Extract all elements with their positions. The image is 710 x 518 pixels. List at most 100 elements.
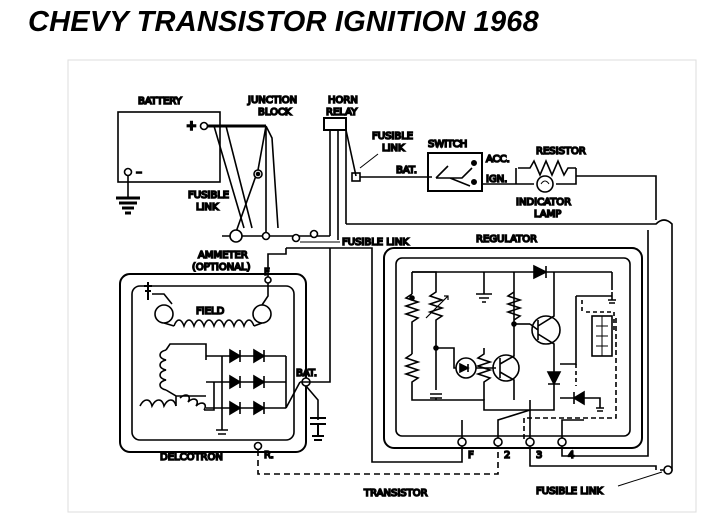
reg-f-label: F [468, 450, 474, 461]
regulator-terminal-4-wire [561, 230, 649, 457]
fusible-link-horn-label-2: LINK [382, 143, 405, 154]
switch-label: SWITCH [428, 139, 467, 150]
fusible-link-horn-leader [359, 153, 379, 169]
field-label: FIELD [196, 306, 225, 317]
diode-4 [253, 374, 266, 390]
diode-bridge-rails [206, 355, 301, 424]
field-ground-symbol [144, 282, 152, 300]
output-diode-wiring [560, 397, 604, 412]
transistor-label: TRANSISTOR [363, 488, 428, 499]
regulator-resistor-mid [475, 348, 493, 400]
regulator-terminal-3-wire [529, 446, 657, 470]
field-ground-lead [152, 293, 173, 305]
regulator-supply-diode [533, 264, 548, 280]
diode-1 [229, 348, 242, 364]
stator-winding-a [159, 349, 167, 391]
stator-winding-c [179, 394, 207, 411]
battery-minus-label: – [136, 165, 142, 179]
bus-node-1 [261, 231, 271, 241]
regulator-divider-chain [403, 272, 421, 340]
diode-5 [229, 400, 242, 416]
delcotron-outer-housing [119, 273, 307, 453]
junction-label-1: JUNCTION [247, 95, 297, 106]
horn-relay-feeds [329, 130, 347, 240]
ignition-circuit-loop [346, 219, 673, 471]
diode-6 [253, 400, 266, 416]
diode-3 [229, 374, 242, 390]
regulator-terminal-leads [461, 409, 584, 438]
junction-label-2: BLOCK [258, 107, 292, 118]
fusible-link-bottom-terminal [663, 465, 673, 475]
alternator-r-terminal [253, 441, 263, 451]
field-wire-to-regulator [286, 247, 463, 463]
regulator-outer-housing [383, 247, 643, 449]
battery-plus-label: + [186, 119, 197, 134]
regulator-left-wiring [403, 271, 531, 411]
resistor-label: RESISTOR [536, 146, 586, 157]
f-terminal-wire [267, 248, 287, 276]
regulator-resistor-upper [505, 291, 523, 321]
field-brush-right [252, 304, 272, 324]
fusible-link-bottom-leader [617, 471, 663, 487]
resistor-symbol [518, 158, 576, 178]
stator-leads [165, 343, 215, 411]
fusible-link-bottom-label: FUSIBLE LINK [536, 486, 603, 497]
ammeter-label-2: (OPTIONAL) [192, 262, 251, 273]
junction-block-leads [235, 125, 279, 233]
switch-contacts [435, 165, 473, 187]
switch-bat-label: BAT. [396, 165, 417, 176]
ammeter-post-left [229, 229, 243, 243]
potentiometer-wiper [425, 295, 449, 319]
switch-acc-label: ACC. [486, 154, 510, 165]
regulator-clamp-diode [546, 371, 562, 386]
battery-positive-post [199, 121, 209, 131]
indicator-lamp [536, 175, 554, 193]
regulator-terminal-3 [525, 437, 535, 447]
bat-alt-label: BAT. [296, 368, 317, 379]
fusible-link-main-label: FUSIBLE LINK [342, 237, 409, 248]
f-terminal-label: F [264, 267, 270, 278]
diode-bridge-ground [216, 424, 228, 435]
regulator-dashed-return [523, 318, 617, 440]
diode-2 [253, 348, 266, 364]
transistor-dashed-harness [257, 446, 499, 475]
regulator-relay-coil-leads [596, 316, 608, 356]
regulator-label: REGULATOR [476, 234, 537, 245]
horn-relay-block [323, 117, 347, 131]
ammeter-label-1: AMMETER [198, 250, 248, 261]
fusible-link-horn-label-1: FUSIBLE [372, 131, 413, 142]
regulator-terminal-4 [557, 437, 567, 447]
field-coil [173, 319, 255, 329]
output-transistor-leads [529, 272, 555, 364]
driver-transistor-leads [499, 272, 515, 400]
delcotron-inner-housing [131, 285, 295, 441]
indicator-lamp-label-2: LAMP [534, 209, 561, 220]
regulator-capacitor [430, 348, 442, 400]
resistor-wiring [482, 168, 657, 220]
battery [116, 111, 221, 215]
regulator [383, 247, 643, 449]
clamp-diode-wiring [530, 364, 555, 411]
field-brush-left [154, 304, 174, 324]
regulator-node-a [409, 295, 415, 301]
switch-contact-acc [470, 160, 477, 167]
battery-ground-symbol [116, 196, 140, 215]
diagram-title: CHEVY TRANSISTOR IGNITION 1968 [28, 6, 539, 38]
regulator-output-diode [572, 390, 585, 406]
fusible-link-battery-label-2: LINK [196, 202, 219, 213]
bus-node-2 [291, 233, 301, 243]
regulator-supply-rail [412, 271, 613, 290]
regulator-potentiometer [427, 286, 445, 348]
regulator-terminal-f [457, 437, 467, 447]
regulator-inner-housing [395, 257, 631, 437]
indicator-lamp-label-1: INDICATOR [516, 197, 571, 208]
horn-relay-label-2: RELAY [326, 107, 358, 118]
alternator-f-terminal [264, 276, 272, 284]
delcotron-label: DELCOTRON [160, 452, 223, 463]
reg-3-label: 3 [536, 450, 542, 461]
regulator-field-ground [608, 299, 616, 304]
zener-diode-symbol [459, 362, 470, 374]
regulator-terminal-2 [493, 437, 503, 447]
junction-block-stud-2 [255, 171, 261, 177]
